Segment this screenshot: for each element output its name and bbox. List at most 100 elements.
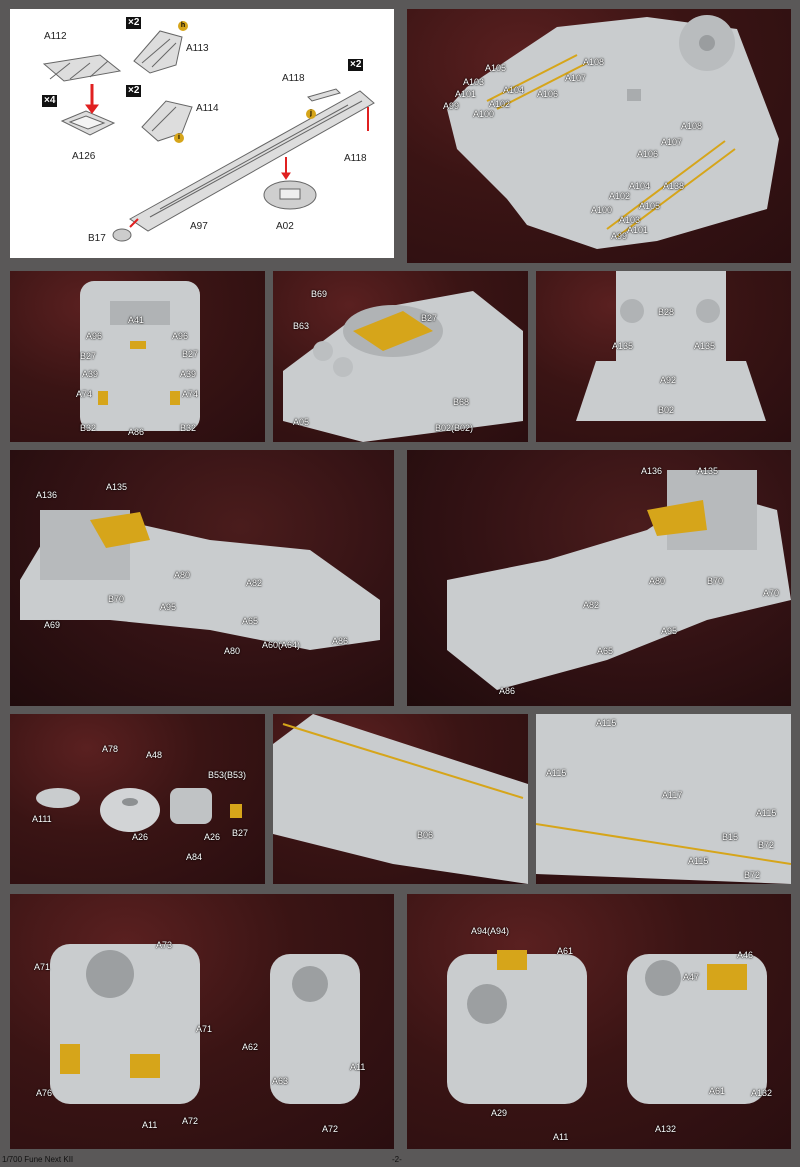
part-label: A99 (611, 231, 628, 241)
part-label: A65 (597, 646, 614, 656)
part-label: A99 (443, 101, 460, 111)
part-label: A118 (344, 153, 367, 164)
assembly-diagram-drawing (42, 30, 375, 242)
part-label: A61 (709, 1086, 726, 1096)
part-label: A112 (44, 31, 67, 42)
part-label: A102 (489, 99, 511, 109)
part-label: A48 (146, 750, 163, 760)
deck-railing-photo: A115 A115 A117 A115 B15 B72 A115 B72 (536, 714, 791, 884)
turret-shape (50, 944, 360, 1104)
part-label: A41 (128, 315, 145, 325)
part-label: B32 (180, 423, 197, 433)
superstructure-top-photo: B69 B63 B27 A05 B68 B02(B02) (273, 271, 528, 442)
part-label: A101 (455, 89, 477, 99)
step-marker: h (178, 21, 188, 31)
footer-title: 1/700 Fune Next KII (2, 1155, 74, 1164)
part-label: A80 (649, 576, 666, 586)
superstructure-shape (576, 271, 766, 421)
part-label: A60(A64) (262, 640, 301, 650)
part-label: A138 (663, 181, 685, 191)
part-label: B32 (80, 423, 97, 433)
part-label: A84 (186, 852, 203, 862)
part-label: A104 (629, 181, 651, 191)
part-label: A108 (681, 121, 703, 131)
part-label: A94(A94) (471, 926, 510, 936)
superstructure-shape (283, 291, 523, 442)
part-label: A118 (282, 73, 305, 84)
part-label: A106 (637, 149, 659, 159)
part-label: A02 (276, 221, 294, 232)
part-label: B27 (232, 828, 249, 838)
part-label: A78 (102, 744, 119, 754)
step-marker: i (174, 133, 184, 143)
part-label: B27 (182, 349, 199, 359)
part-label: A11 (350, 1062, 366, 1072)
part-label: A47 (683, 972, 700, 982)
part-label: A74 (76, 389, 93, 399)
hull-shape (447, 470, 791, 690)
part-label: A135 (612, 341, 634, 351)
part-label: A72 (182, 1116, 199, 1126)
hull-port-photo: A136 A135 A80 A82 B70 A95 A69 A65 A80 A6… (10, 450, 394, 706)
part-label: A72 (322, 1124, 339, 1134)
deck-shape (447, 15, 779, 249)
part-label: A100 (591, 205, 613, 215)
part-label: A96 (86, 331, 103, 341)
part-label: B02(B02) (435, 423, 474, 433)
part-label: B27 (80, 351, 97, 361)
part-label: A86 (332, 636, 349, 646)
part-label: A126 (72, 151, 96, 162)
part-label: A92 (660, 375, 677, 385)
part-label: A61 (557, 946, 574, 956)
superstructure-shape (80, 281, 200, 431)
part-label: B69 (311, 289, 328, 299)
part-label: A100 (473, 109, 495, 119)
quantity-badge: ×2 (126, 85, 142, 97)
part-label: B27 (421, 313, 438, 323)
turret-shape (447, 950, 767, 1104)
part-label: A95 (160, 602, 177, 612)
part-label: A117 (662, 790, 683, 800)
part-label: A73 (156, 940, 173, 950)
hull-shape (20, 510, 380, 650)
part-label: A82 (246, 578, 263, 588)
part-label: A71 (34, 962, 51, 972)
deck-ladders-photo: A108 A107 A106 A104 A102 A101 A103 A105 … (407, 9, 791, 263)
part-label: A39 (82, 369, 99, 379)
part-label: A135 (694, 341, 716, 351)
part-label: A135 (697, 466, 719, 476)
part-label: A115 (546, 768, 567, 778)
part-label: B70 (108, 594, 125, 604)
part-label: B17 (88, 233, 106, 244)
quantity-badge: ×2 (126, 17, 142, 29)
part-label: A114 (196, 103, 219, 114)
part-label: A132 (655, 1124, 677, 1134)
part-label: A113 (186, 43, 209, 54)
part-label: A96 (172, 331, 189, 341)
assembly-diagram-panel: A112 A113 A114 A126 A118 A118 A97 A02 B1… (10, 9, 394, 258)
small-parts-photo: A78 A48 B53(B53) A111 A26 A26 B27 A84 (10, 714, 265, 884)
part-label: A103 (619, 215, 641, 225)
part-label: A104 (503, 85, 525, 95)
part-label: A76 (36, 1088, 53, 1098)
deck-railing-shape (536, 714, 791, 884)
part-label: A135 (106, 482, 128, 492)
part-label: A80 (224, 646, 241, 656)
bow-deck-photo: B06 (273, 714, 528, 884)
part-label: A106 (537, 89, 559, 99)
part-label: A82 (583, 600, 600, 610)
part-label: B15 (722, 832, 739, 842)
part-label: A26 (132, 832, 149, 842)
part-label: A101 (627, 225, 649, 235)
part-label: A71 (196, 1024, 213, 1034)
step-marker: j (306, 109, 316, 119)
turret-starboard-photo: A94(A94) A61 A29 A11 A47 A46 A61 A132 A1… (407, 894, 791, 1149)
part-label: A05 (293, 417, 310, 427)
superstructure-front-photo: A41 A96 A96 B27 B27 A39 A39 A74 A74 B32 … (10, 271, 265, 442)
part-label: B02 (658, 405, 675, 415)
quantity-badge: ×2 (348, 59, 364, 71)
bow-shape (273, 714, 528, 884)
part-label: A136 (641, 466, 663, 476)
part-label: A65 (242, 616, 259, 626)
part-label: A80 (174, 570, 191, 580)
